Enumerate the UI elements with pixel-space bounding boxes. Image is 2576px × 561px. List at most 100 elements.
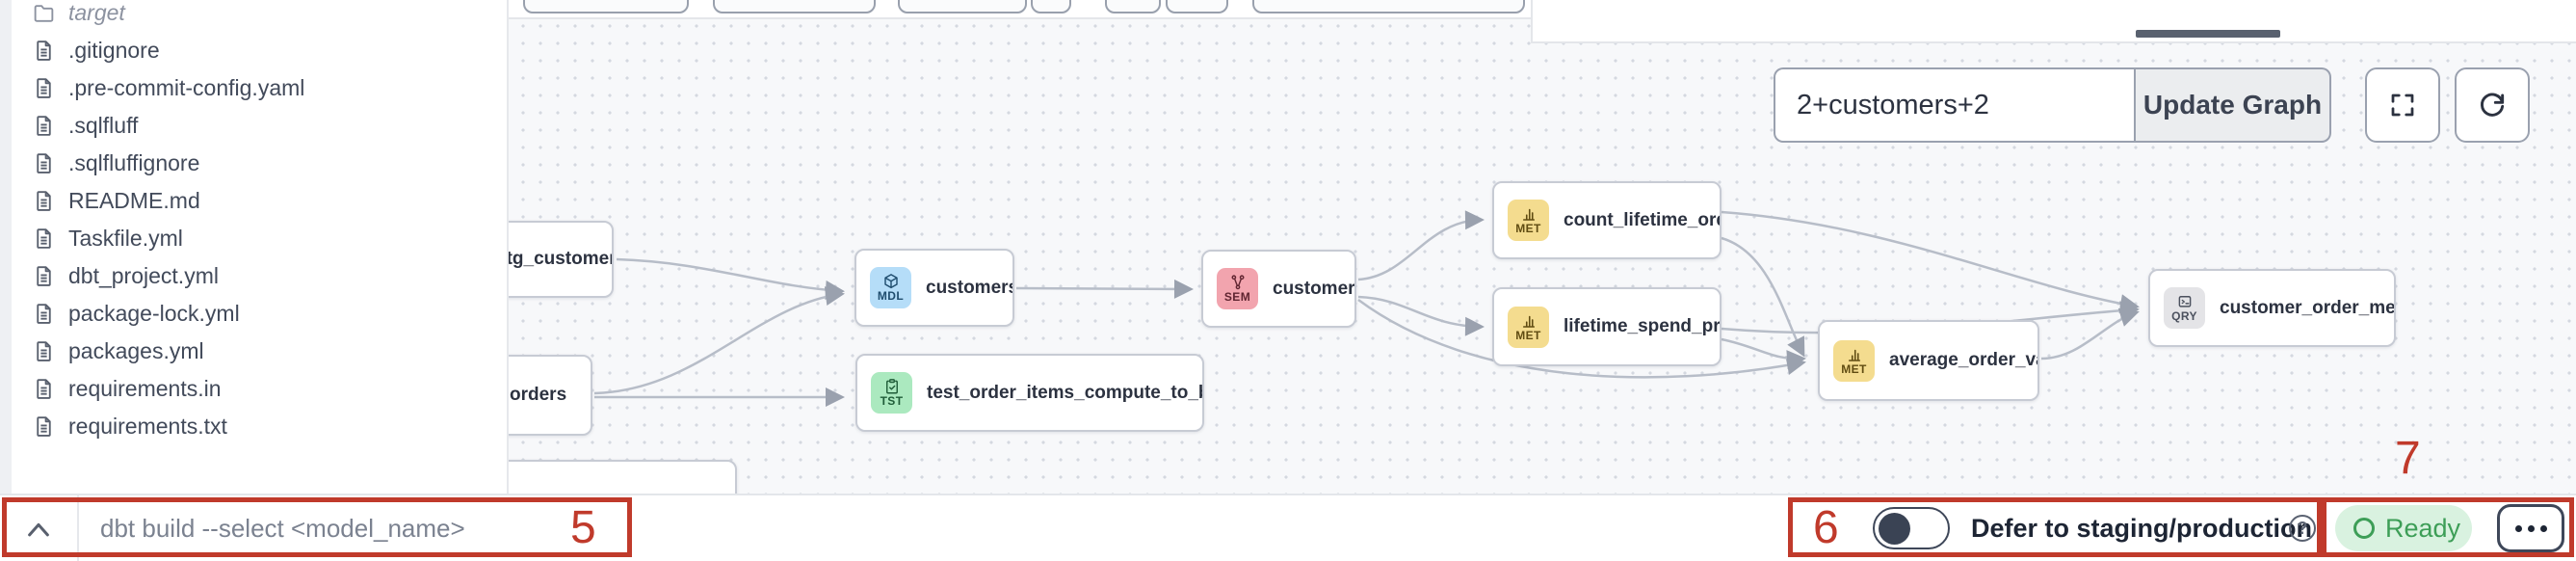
node-type-badge: MDL bbox=[877, 289, 905, 303]
panel-gutter bbox=[0, 0, 12, 494]
node-type-badge: MET bbox=[1841, 361, 1867, 376]
file-item-packages-yml[interactable]: packages.yml bbox=[0, 333, 507, 370]
node-label: customers bbox=[926, 277, 1014, 298]
chevron-up-icon bbox=[25, 520, 52, 539]
node-label: count_lifetime_orders bbox=[1564, 209, 1720, 230]
node-type-badge: QRY bbox=[2171, 309, 2197, 323]
defer-toggle[interactable] bbox=[1873, 507, 1950, 549]
refresh-icon bbox=[2477, 90, 2508, 120]
folder-icon bbox=[32, 1, 56, 25]
file-name: packages.yml bbox=[68, 338, 204, 363]
file-item-package-lock-yml[interactable]: package-lock.yml bbox=[0, 295, 507, 333]
node-type-badge: SEM bbox=[1223, 290, 1251, 304]
node-label: customer_order_metrics bbox=[2220, 297, 2396, 318]
node-label: customers bbox=[1273, 278, 1356, 299]
file-name: .sqlfluff bbox=[68, 113, 139, 138]
active-tab-indicator bbox=[2136, 30, 2280, 38]
toolbar-button-stub[interactable] bbox=[1166, 0, 1228, 13]
toolbar-button-stub[interactable] bbox=[898, 0, 1027, 13]
node-type-badge: TST bbox=[880, 394, 904, 408]
file-item-dbt-project-yml[interactable]: dbt_project.yml bbox=[0, 257, 507, 295]
file-item-gitignore[interactable]: .gitignore bbox=[0, 32, 507, 69]
expand-command-panel-button[interactable] bbox=[15, 513, 62, 546]
file-name: target bbox=[68, 0, 125, 25]
file-name: requirements.txt bbox=[68, 414, 227, 439]
update-graph-button[interactable]: Update Graph bbox=[2135, 67, 2331, 143]
fullscreen-icon bbox=[2388, 91, 2417, 120]
top-tabbar-strip bbox=[1531, 0, 2576, 43]
file-name: requirements.in bbox=[68, 376, 222, 401]
file-name: dbt_project.yml bbox=[68, 263, 219, 288]
model-icon: MDL bbox=[870, 267, 911, 308]
file-item-pre-commit-config-yaml[interactable]: .pre-commit-config.yaml bbox=[0, 69, 507, 107]
dbt-command-input[interactable] bbox=[100, 501, 601, 555]
toolbar-button-stub[interactable] bbox=[1031, 0, 1071, 13]
node-label: test_order_items_compute_to_bools... bbox=[927, 382, 1202, 403]
file-icon bbox=[32, 302, 56, 326]
file-icon bbox=[32, 39, 56, 63]
file-icon bbox=[32, 264, 56, 288]
file-name: README.md bbox=[68, 188, 200, 213]
file-icon bbox=[32, 227, 56, 251]
node-label: orders bbox=[510, 385, 567, 405]
overflow-menu-button[interactable] bbox=[2497, 504, 2564, 552]
graph-node-average-order-value[interactable]: MET average_order_value bbox=[1818, 320, 2039, 401]
refresh-button[interactable] bbox=[2455, 67, 2530, 143]
toolbar-button-stub[interactable] bbox=[523, 0, 689, 13]
file-name: package-lock.yml bbox=[68, 301, 240, 326]
metric-icon: MET bbox=[1833, 339, 1875, 382]
node-label: lifetime_spend_pretax bbox=[1564, 316, 1721, 336]
file-name: Taskfile.yml bbox=[68, 226, 183, 251]
toolbar-button-stub[interactable] bbox=[1105, 0, 1161, 13]
help-icon[interactable]: ? bbox=[2289, 515, 2316, 542]
file-icon bbox=[32, 414, 56, 439]
file-list: target .gitignore .pre-commit-config.yaml.… bbox=[0, 0, 507, 445]
top-toolbar-strip bbox=[509, 0, 1531, 19]
node-type-badge: MET bbox=[1515, 328, 1541, 342]
file-icon bbox=[32, 76, 56, 100]
file-icon bbox=[32, 339, 56, 363]
fullscreen-button[interactable] bbox=[2365, 67, 2440, 143]
defer-label: Defer to staging/production bbox=[1971, 514, 2312, 543]
bottom-status-bar: Defer to staging/production ? Ready bbox=[0, 494, 2576, 561]
node-label: average_order_value bbox=[1889, 350, 2037, 370]
toolbar-button-stub[interactable] bbox=[1252, 0, 1525, 13]
file-icon bbox=[32, 189, 56, 213]
file-icon bbox=[32, 151, 56, 175]
metric-icon: MET bbox=[1508, 200, 1549, 241]
graph-node-customer-order-metrics[interactable]: QRY customer_order_metrics bbox=[2148, 269, 2396, 347]
file-item-sqlfluffignore[interactable]: .sqlfluffignore bbox=[0, 145, 507, 182]
saved-query-icon: QRY bbox=[2164, 287, 2205, 329]
folder-item-target[interactable]: target bbox=[0, 0, 507, 32]
bar-divider bbox=[77, 495, 79, 561]
graph-node-lifetime-spend-pretax[interactable]: MET lifetime_spend_pretax bbox=[1492, 287, 1722, 366]
status-circle-icon bbox=[2353, 518, 2375, 539]
graph-node-customers-model[interactable]: MDL customers bbox=[854, 249, 1014, 327]
file-icon bbox=[32, 377, 56, 401]
file-name: .sqlfluffignore bbox=[68, 150, 200, 175]
graph-node-count-lifetime-orders[interactable]: MET count_lifetime_orders bbox=[1492, 181, 1722, 259]
file-item-taskfile-yml[interactable]: Taskfile.yml bbox=[0, 220, 507, 257]
node-label: stg_customers bbox=[496, 249, 614, 269]
toolbar-button-stub[interactable] bbox=[713, 0, 876, 13]
node-type-badge: MET bbox=[1515, 222, 1541, 235]
file-item-requirements-in[interactable]: requirements.in bbox=[0, 370, 507, 408]
file-name: .gitignore bbox=[68, 38, 160, 63]
file-item-sqlfluff[interactable]: .sqlfluff bbox=[0, 107, 507, 145]
graph-node-test-order-items[interactable]: TST test_order_items_compute_to_bools... bbox=[855, 354, 1204, 432]
file-item-requirements-txt[interactable]: requirements.txt bbox=[0, 408, 507, 445]
file-icon bbox=[32, 114, 56, 138]
lineage-filter-control: Update Graph bbox=[1774, 67, 2331, 143]
graph-node-customers-semantic[interactable]: SEM customers bbox=[1201, 250, 1356, 328]
file-item-readme-md[interactable]: README.md bbox=[0, 182, 507, 220]
status-label: Ready bbox=[2385, 513, 2461, 543]
ellipsis-icon bbox=[2514, 524, 2547, 532]
test-icon: TST bbox=[871, 372, 912, 414]
file-name: .pre-commit-config.yaml bbox=[68, 75, 305, 100]
status-badge[interactable]: Ready bbox=[2335, 505, 2472, 551]
file-explorer-panel: target .gitignore .pre-commit-config.yaml.… bbox=[0, 0, 509, 494]
lineage-filter-input[interactable] bbox=[1774, 67, 2135, 143]
toggle-knob bbox=[1879, 512, 1910, 545]
metric-icon: MET bbox=[1508, 306, 1549, 348]
semantic-model-icon: SEM bbox=[1217, 268, 1258, 309]
